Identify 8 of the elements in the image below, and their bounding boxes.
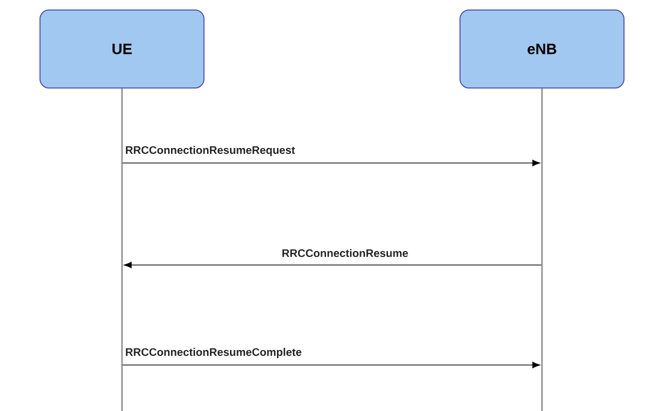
message-arrow [124, 262, 542, 268]
message-label: RRCConnectionResumeComplete [124, 346, 303, 360]
participant-box: eNB [460, 10, 624, 88]
message-label: RRCConnectionResumeRequest [124, 144, 296, 158]
message-arrow [122, 362, 540, 368]
participant-box: UE [40, 10, 204, 88]
message-label: RRCConnectionResume [280, 248, 410, 258]
message-arrow [122, 160, 540, 166]
